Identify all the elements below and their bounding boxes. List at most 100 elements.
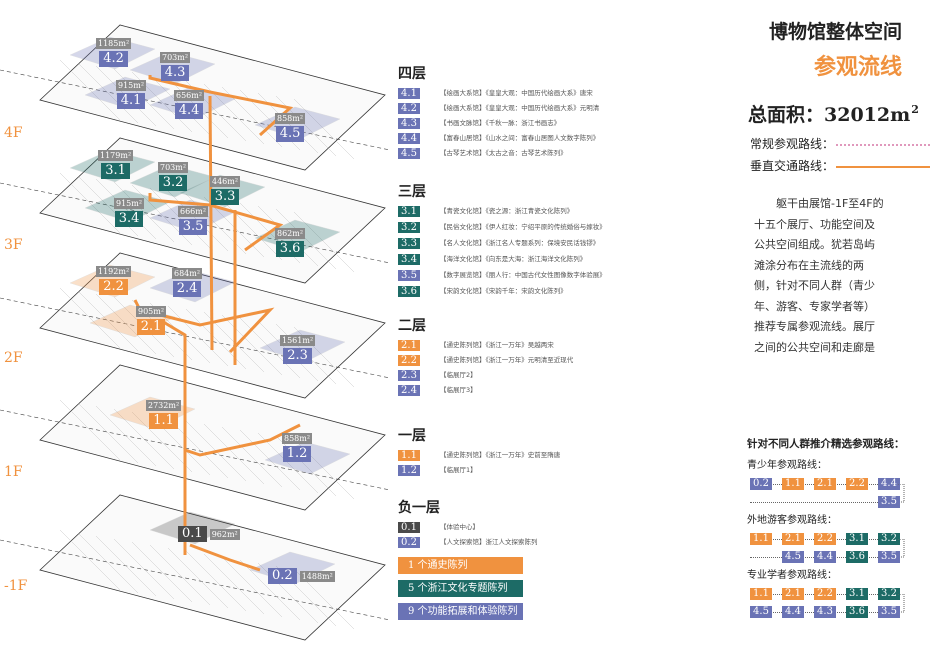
route-step: 1.1	[782, 478, 804, 490]
plan-hatch	[293, 98, 355, 160]
legend-text: 【人文探索馆】浙江人文探索陈列	[440, 538, 538, 546]
plan-hatch	[95, 405, 157, 467]
hall-number: 4.3	[160, 65, 190, 81]
legend-text: 【民俗文化馆】《伊人红妆：宁绍平原的传统婚俗与嫁妆》	[440, 223, 606, 231]
route-step: 3.5	[878, 496, 900, 508]
legend-item-3.4: 3.4【海洋文化馆】《向东是大海：浙江海洋文化陈列》	[398, 254, 586, 265]
plan-hatch	[59, 59, 121, 121]
plan-hatch	[59, 172, 121, 234]
plan-hatch	[59, 529, 121, 591]
route-step: 4.5	[782, 551, 804, 563]
route-step: 3.2	[878, 533, 900, 545]
legend-text: 【通史陈列馆】《浙江一万年》史前至隋唐	[440, 451, 561, 459]
hall-area: 1179m²	[98, 150, 134, 161]
route-wrap-connector	[898, 539, 905, 558]
plan-hatch	[167, 547, 229, 609]
regular-route-label: 常规参观路线：	[750, 137, 835, 151]
legend-swatch: 4.1	[398, 88, 420, 99]
legend-swatch: 0.1	[398, 522, 420, 533]
hall-tag-3.3: 446m² 3.3	[210, 176, 241, 205]
hall-area: 1488m²	[299, 570, 335, 582]
legend-text: 【临展厅2】	[440, 371, 477, 379]
legend-swatch: 3.2	[398, 222, 420, 233]
route-step: 3.5	[878, 551, 900, 563]
vertical-route-label: 垂直交通路线：	[750, 159, 835, 173]
floor-divider	[0, 409, 391, 491]
legend-swatch: 3.6	[398, 286, 420, 297]
route-row: 3.5	[750, 496, 900, 508]
hall-area: 858m²	[282, 433, 313, 444]
legend-swatch: 3.1	[398, 206, 420, 217]
floor-divider	[0, 297, 391, 379]
route-step: 0.2	[750, 478, 772, 490]
route-step: 3.1	[846, 588, 868, 600]
floor-outline	[39, 364, 386, 511]
hall-area: 1192m²	[96, 266, 132, 277]
legend-text: 【书画文脉馆】《千秋一脉：浙江书画志》	[440, 119, 561, 127]
legend-text: 【临展厅3】	[440, 386, 477, 394]
route-step: 2.1	[782, 533, 804, 545]
hall-number: 2.1	[136, 319, 166, 335]
plan-hatch	[203, 423, 265, 485]
hall-area: 858m²	[275, 113, 306, 124]
hall-area: 1561m²	[280, 335, 316, 346]
route-line	[208, 95, 214, 351]
routes-title: 针对不同人群推介精选参观路线：	[747, 438, 905, 450]
hall-tag-1.2: 858m² 1.2	[282, 433, 313, 462]
route-step: 4.4	[814, 551, 836, 563]
legend-text: 【绘画大系馆】《皇皇大观：中国历代绘画大系》元明清	[440, 104, 600, 112]
hall-number: 4.2	[99, 51, 128, 67]
floor-section-title: 负一层	[398, 500, 440, 516]
route-step: 4.4	[782, 606, 804, 618]
dashed-arrow-icon	[836, 144, 930, 145]
plan-hatch	[131, 184, 193, 246]
plan-hatch	[203, 553, 265, 615]
plan-hatch	[239, 429, 301, 491]
hall-number: 3.3	[210, 189, 240, 205]
legend-item-4.2: 4.2 【绘画大系馆】《皇皇大观：中国历代绘画大系》元明清	[398, 103, 599, 114]
hall-area: 703m²	[160, 52, 191, 63]
plan-hatch	[95, 535, 157, 597]
hall-number: 3.4	[114, 211, 144, 227]
summary-bar: 1 个通史陈列	[398, 557, 523, 574]
plan-hatch	[167, 417, 229, 479]
hall-tag-2.1: 905m² 2.1	[136, 306, 167, 335]
hall-number: 4.4	[174, 103, 204, 119]
route-step: 1.1	[750, 533, 772, 545]
hall-area: 915m²	[116, 80, 147, 91]
legend-item-3.2: 3.2 【民俗文化馆】《伊人红妆：宁绍平原的传统婚俗与嫁妆》	[398, 222, 606, 233]
legend-swatch: 4.4	[398, 133, 420, 144]
plan-hatch	[293, 211, 355, 273]
total-area-value: 总面积：32012m	[748, 104, 911, 126]
legend-swatch: 4.2	[398, 103, 420, 114]
legend-text: 【富春山居馆】《山水之间：富春山居图人文数字陈列》	[440, 134, 600, 142]
plan-hatch	[113, 408, 175, 470]
route-step: 3.6	[846, 551, 868, 563]
plan-hatch	[59, 399, 121, 461]
hall-number: 1.2	[282, 446, 312, 462]
plan-hatch	[113, 181, 175, 243]
route-line	[189, 543, 261, 572]
route-name: 青少年参观路线：	[747, 460, 827, 471]
hall-number: 4.1	[116, 93, 146, 109]
legend-text: 【体验中心】	[440, 523, 479, 531]
legend-item-3.3: 3.3【名人文化馆】《浙江名人专题系列：保境安民话钱镠》	[398, 238, 599, 249]
hall-area: 446m²	[210, 176, 241, 187]
plan-hatch	[239, 559, 301, 621]
legend-item-1.1: 1.1 【通史陈列馆】《浙江一万年》史前至隋唐	[398, 450, 560, 461]
legend-swatch: 1.1	[398, 450, 420, 461]
hall-area: 666m²	[178, 206, 209, 217]
legend-item-0.1: 0.1 【体验中心】	[398, 522, 479, 533]
legend-swatch: 2.4	[398, 385, 420, 396]
hall-area: 905m²	[136, 306, 167, 317]
legend-swatch: 3.4	[398, 254, 420, 265]
hall-tag-4.3: 703m² 4.3	[160, 52, 191, 81]
